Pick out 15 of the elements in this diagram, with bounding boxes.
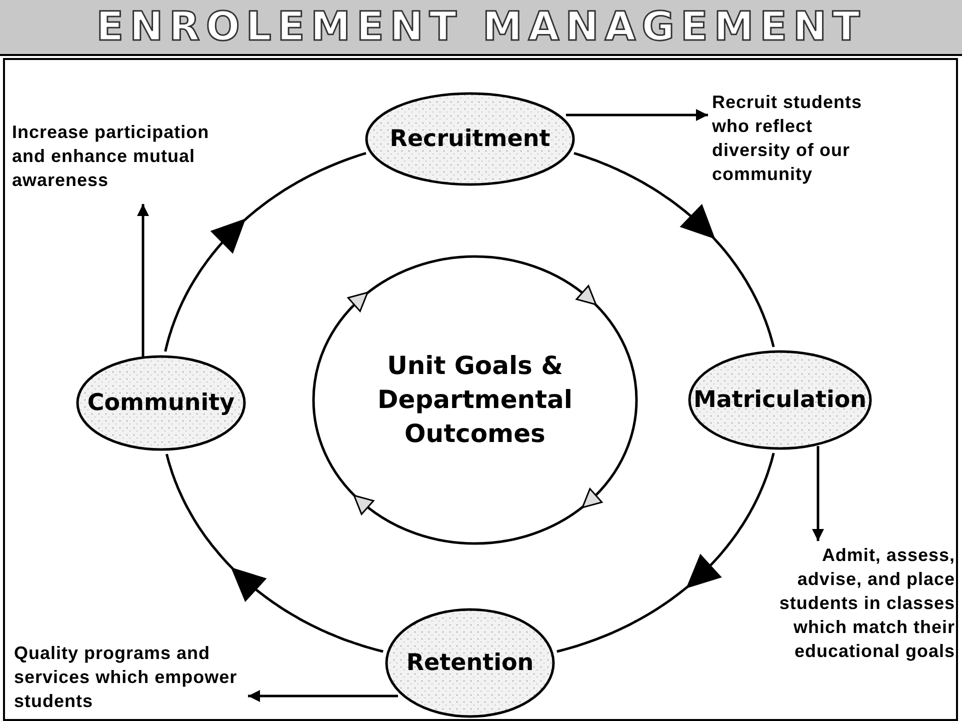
stage-label: Community	[87, 388, 235, 418]
stage-ellipse	[688, 350, 872, 450]
stage-ellipse	[385, 608, 555, 718]
goal-circle	[312, 255, 638, 545]
description-text: Increase participation and enhance mutual awareness	[12, 120, 244, 200]
stage-label: Retention	[406, 648, 534, 678]
description-text: Recruit students who reflect diversity of our community	[712, 90, 887, 200]
stage-label: Matriculation	[693, 386, 867, 415]
description-text: Quality programs and services which empower students	[14, 641, 246, 719]
title-banner: ENROLEMENT MANAGEMENT	[0, 0, 962, 56]
center-label: Unit Goals & Departmental Outcomes	[376, 350, 574, 450]
description-text: Admit, assess, advise, and place students in classes which match their educational goals	[770, 543, 955, 719]
stage-ellipse	[365, 92, 575, 186]
stage-label: Recruitment	[390, 124, 550, 154]
stage-ellipse	[76, 355, 246, 451]
